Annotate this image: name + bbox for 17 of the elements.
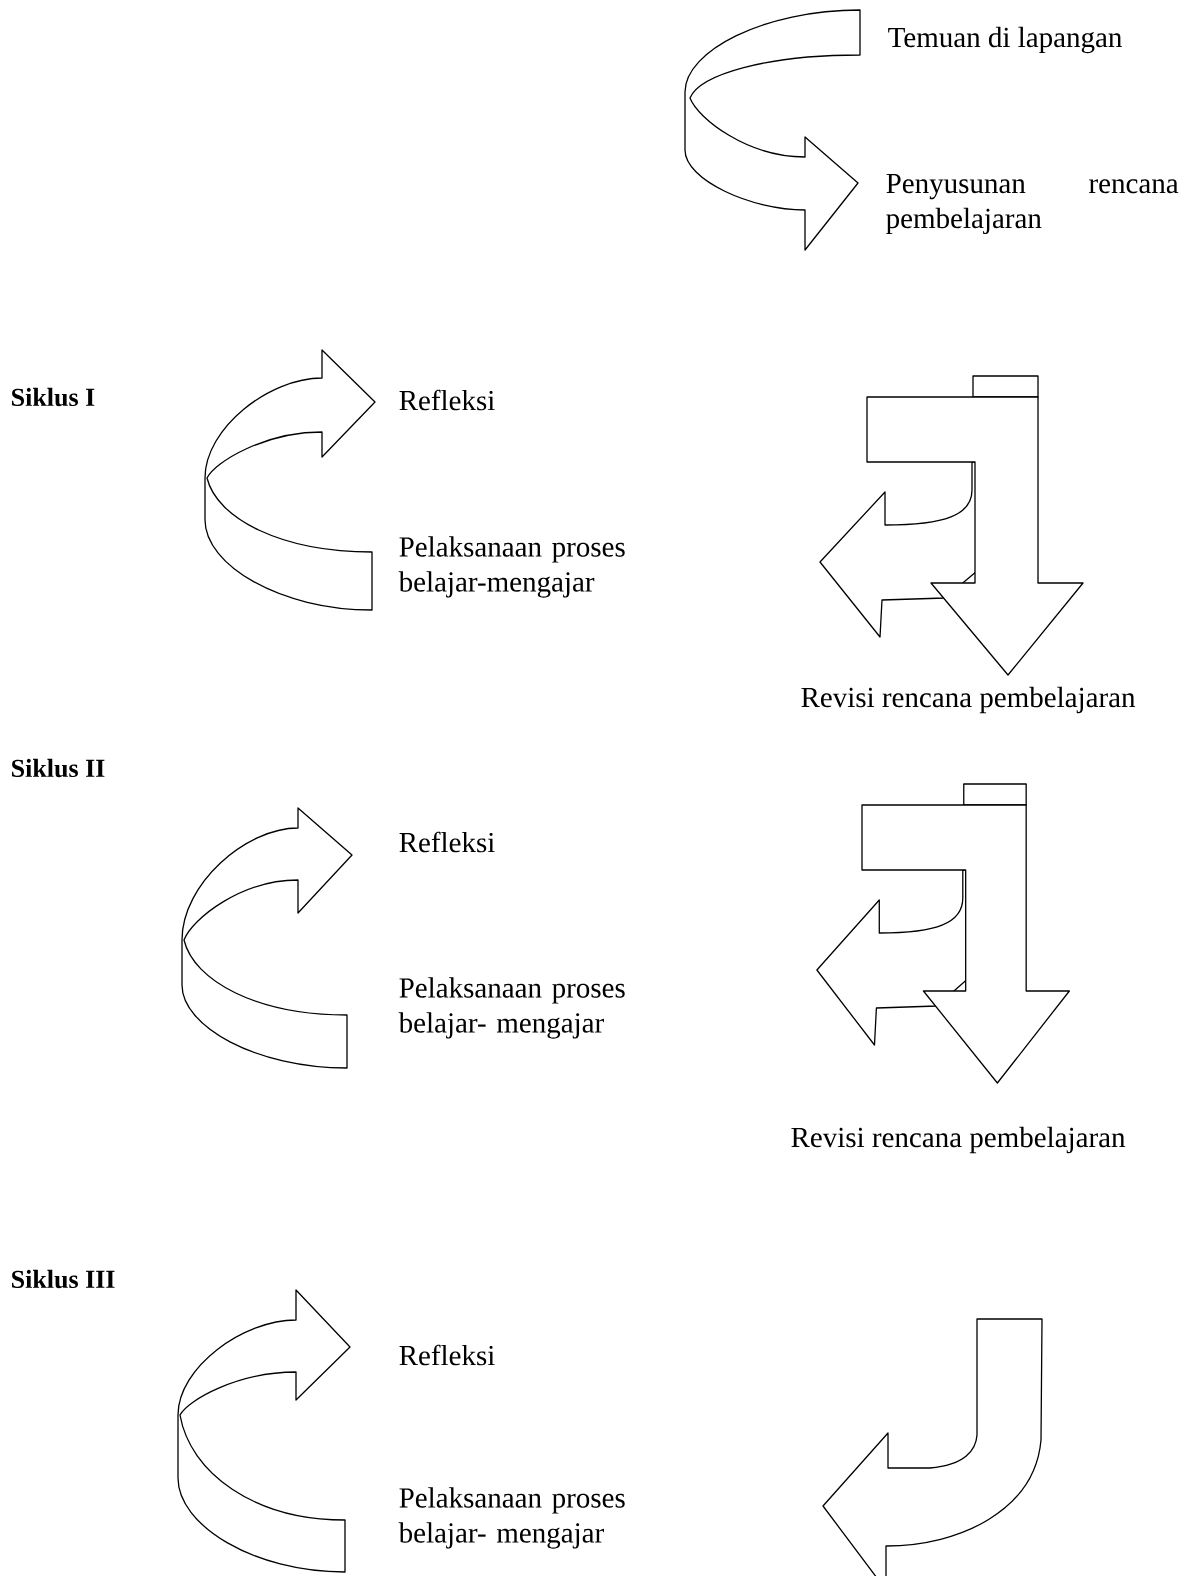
curved-arrow xyxy=(204,349,376,611)
text-label: Temuan di lapangan xyxy=(888,26,1122,54)
curved-arrow xyxy=(684,9,861,251)
text-label: Revisi rencana pembelajaran xyxy=(801,686,1136,714)
section-heading: Siklus I xyxy=(12,387,95,407)
text-label: Penyusunan rencana pembelajaran xyxy=(886,173,1179,235)
curved-arrow xyxy=(177,1289,351,1573)
text-label: Refleksi xyxy=(399,831,495,853)
text-label: Pelaksanaan proses belajar- mengajar xyxy=(398,977,625,1039)
text-label: Refleksi xyxy=(399,1344,495,1366)
text-label: Revisi rencana pembelajaran xyxy=(791,1126,1126,1154)
text-label: Pelaksanaan proses belajar- mengajar xyxy=(398,1487,625,1549)
text-label: Refleksi xyxy=(399,389,495,411)
text-label: Pelaksanaan proses belajar-mengajar xyxy=(398,536,625,598)
curved-arrow xyxy=(181,807,353,1069)
section-heading: Siklus III xyxy=(12,1269,115,1289)
section-heading: Siklus II xyxy=(12,758,105,778)
